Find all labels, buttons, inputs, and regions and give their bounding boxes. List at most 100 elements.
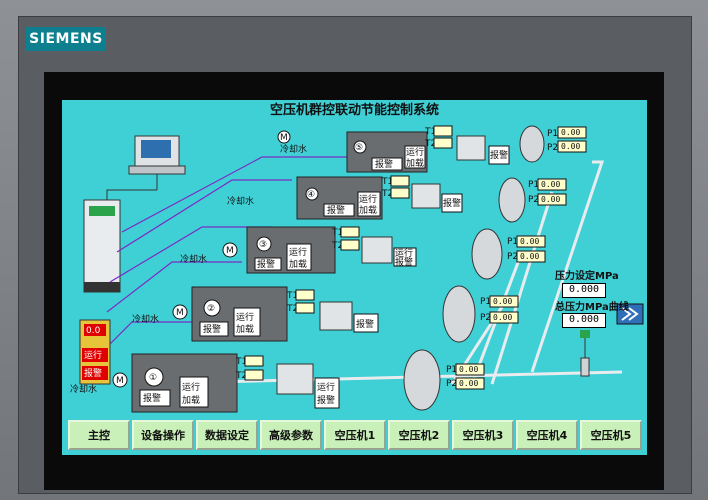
compressor-3-dryer [361,236,393,264]
compressor-1-dryer [276,363,314,395]
tab-compressor-3[interactable]: 空压机3 [452,420,514,450]
svg-text:运行: 运行 [84,349,102,361]
svg-text:M: M [176,308,184,318]
svg-text:0.00: 0.00 [520,237,539,246]
tab-data-settings[interactable]: 数据设定 [196,420,258,450]
motor-icons: M M M M [112,130,291,388]
svg-text:P2: P2 [528,195,539,205]
compressor-5-run-load-button[interactable] [404,145,426,169]
svg-text:T1: T1 [331,228,343,238]
pressure-setpoint-label: 压力设定MPa [555,271,619,282]
svg-text:报警: 报警 [356,318,374,330]
curve-arrow-icon[interactable] [616,303,644,325]
compressor-1-tank [403,349,441,411]
tab-main-control[interactable]: 主控 [68,420,130,450]
compressor-5-tank [519,125,545,163]
compressor-4-alarm-button[interactable] [323,203,355,217]
svg-text:报警: 报警 [375,158,393,170]
svg-text:P1: P1 [507,237,518,247]
svg-text:T1: T1 [424,127,436,137]
svg-text:P2: P2 [507,252,518,262]
svg-text:T1: T1 [286,291,298,301]
tab-compressor-4[interactable]: 空压机4 [516,420,578,450]
compressor-1[interactable]: ① 报警 运行 加载 T1 T2 运行 报警 P1 0.00 P2 0.00 冷… [70,349,485,413]
svg-text:报警: 报警 [395,256,413,268]
svg-text:冷却水: 冷却水 [227,195,254,207]
svg-text:T1: T1 [235,357,247,367]
compressor-4[interactable]: ④ 报警 运行 加载 T1 T2 报警 P1 0.00 P2 0.00 冷却水 [227,175,567,223]
svg-text:0.00: 0.00 [493,297,512,306]
svg-text:运行: 运行 [317,381,335,393]
svg-text:0.00: 0.00 [493,313,512,322]
svg-text:P1: P1 [547,129,558,139]
compressor-1-run-load-button[interactable] [179,376,209,408]
svg-text:报警: 报警 [490,149,508,161]
svg-text:P2: P2 [446,379,457,389]
compressor-2-run-load-button[interactable] [233,307,261,337]
svg-text:冷却水: 冷却水 [132,313,159,325]
brand-logo: SIEMENS [26,27,106,51]
tab-advanced-params[interactable]: 高级参数 [260,420,322,450]
compressor-3-run-load-button[interactable] [286,243,312,271]
total-pressure-field: 0.000 [562,313,606,328]
svg-text:0.00: 0.00 [459,379,478,388]
svg-text:加载: 加载 [236,323,254,335]
compressor-1-alarm-button[interactable] [139,389,171,407]
compressor-4-run-load-button[interactable] [357,191,381,217]
tab-compressor-2[interactable]: 空压机2 [388,420,450,450]
svg-text:冷却水: 冷却水 [180,253,207,265]
svg-text:运行: 运行 [236,311,254,323]
svg-text:T2: T2 [235,371,247,381]
tab-device-operation[interactable]: 设备操作 [132,420,194,450]
tab-compressor-1[interactable]: 空压机1 [324,420,386,450]
compressor-5-alarm-button[interactable] [371,157,403,171]
svg-text:P1: P1 [528,180,539,190]
compressor-2-alarm-button[interactable] [199,321,229,337]
compressor-1-number: ① [149,373,157,383]
compressor-4-number: ④ [307,190,315,200]
svg-text:报警: 报警 [443,197,461,209]
svg-text:报警: 报警 [203,323,221,335]
svg-text:报警: 报警 [317,394,335,406]
svg-text:0.00: 0.00 [561,142,580,151]
svg-text:0.00: 0.00 [541,195,560,204]
compressor-4-tank [498,177,526,223]
svg-text:T2: T2 [286,304,298,314]
tab-compressor-5[interactable]: 空压机5 [580,420,642,450]
control-cabinet [83,199,121,293]
computer-icon [128,135,186,175]
svg-text:运行: 运行 [359,193,377,205]
compressor-2-tank [442,285,476,343]
svg-text:报警: 报警 [143,392,161,404]
svg-text:P2: P2 [480,313,491,323]
svg-text:运行: 运行 [182,381,200,393]
svg-text:报警: 报警 [327,204,345,216]
svg-text:冷却水: 冷却水 [280,143,307,155]
svg-text:0.00: 0.00 [561,128,580,137]
compressor-3[interactable]: ③ 报警 运行 加载 T1 T2 运行 报警 P1 0.00 P2 0.00 冷… [180,226,546,280]
process-diagram: ⑤ 报警 运行 加载 T1 T2 报警 P1 0.00 P2 0.00 冷却水 [70,125,644,413]
svg-text:M: M [280,133,288,143]
svg-text:P1: P1 [480,297,491,307]
compressor-5[interactable]: ⑤ 报警 运行 加载 T1 T2 报警 P1 0.00 P2 0.00 冷却水 [280,125,587,173]
compressor-2[interactable]: ② 报警 运行 加载 T1 T2 报警 P1 0.00 P2 0.00 冷却水 [132,285,519,343]
svg-text:0.00: 0.00 [520,252,539,261]
svg-text:运行: 运行 [395,247,413,259]
svg-text:P1: P1 [446,365,457,375]
compressor-5-dryer [456,135,486,161]
svg-text:T1: T1 [381,177,393,187]
svg-text:T2: T2 [331,241,343,251]
svg-text:运行: 运行 [289,246,307,258]
svg-text:冷却水: 冷却水 [70,383,97,395]
pressure-setpoint-field[interactable]: 0.000 [562,283,606,298]
compressor-2-dryer [319,301,353,331]
compressor-3-alarm-button[interactable] [254,257,282,271]
svg-text:报警: 报警 [84,367,102,379]
hmi-screen: 空压机群控联动节能控制系统 [62,100,647,455]
total-pressure-label: 总压力MPa曲线 [555,302,629,313]
pressure-gauge [580,330,590,377]
svg-text:0.0: 0.0 [86,326,101,336]
svg-text:报警: 报警 [257,258,275,270]
svg-text:加载: 加载 [359,204,377,216]
svg-text:M: M [226,246,234,256]
